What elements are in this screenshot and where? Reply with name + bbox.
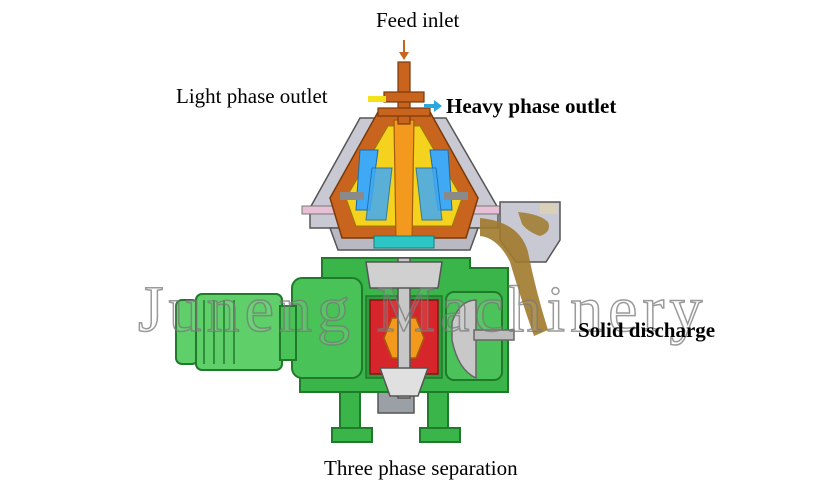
solids-chute [480, 201, 561, 336]
heavy-phase-arrow [424, 100, 442, 112]
solid-discharge-label: Solid discharge [578, 318, 716, 342]
diagram-caption: Three phase separation [324, 456, 518, 480]
electric-motor [175, 293, 297, 371]
feed-inlet-label: Feed inlet [376, 8, 460, 32]
drive-spindle [365, 257, 443, 399]
light-phase-arrow [368, 96, 386, 102]
separator-bowl [329, 111, 479, 249]
light-phase-outlet-label: Light phase outlet [176, 84, 328, 108]
support-legs [331, 384, 461, 443]
feed-inlet-pipe [377, 40, 431, 125]
heavy-phase-outlet-label: Heavy phase outlet [446, 94, 617, 118]
watermark: Juneng Machinery [137, 272, 708, 347]
